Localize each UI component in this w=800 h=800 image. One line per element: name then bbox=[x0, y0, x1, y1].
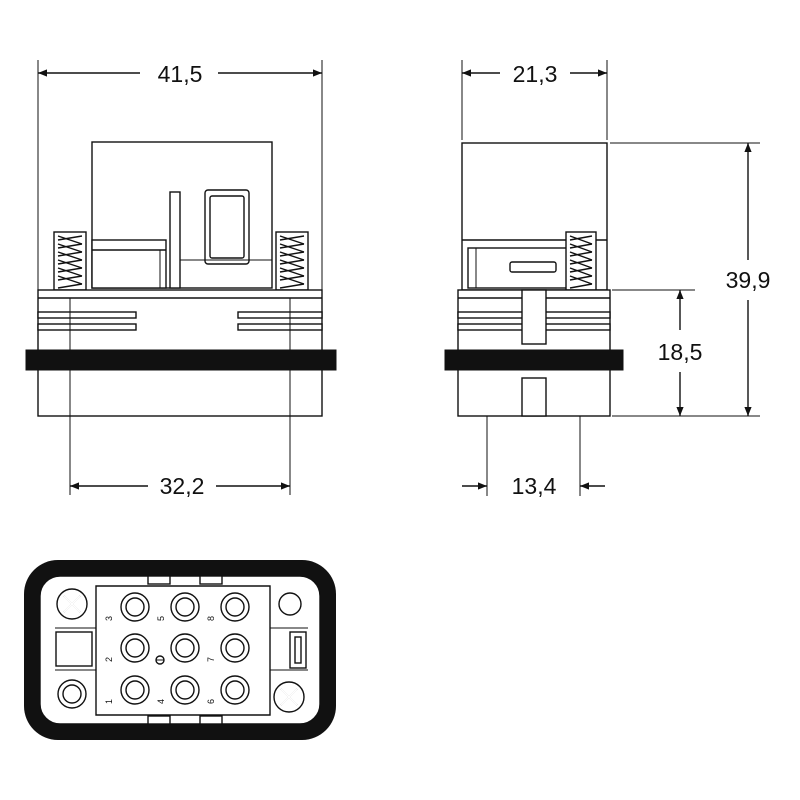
ground-mark-icon bbox=[155, 655, 165, 665]
coding-circle bbox=[278, 592, 302, 616]
coding-square bbox=[55, 631, 93, 667]
face-view: 1 2 3 4 5 6 7 8 bbox=[24, 560, 336, 740]
spring-screw-icon bbox=[275, 231, 309, 291]
contact-1 bbox=[120, 675, 150, 705]
front-view: 41,5 32,2 bbox=[25, 60, 337, 499]
dim-front-pin-spacing: 32,2 bbox=[160, 473, 205, 499]
screw-head-icon bbox=[56, 588, 88, 620]
contact-number-8: 8 bbox=[206, 616, 216, 621]
contact-7 bbox=[220, 633, 250, 663]
contact-3 bbox=[120, 592, 150, 622]
side-view: 21,3 39,9 18,5 13,4 bbox=[444, 60, 771, 499]
dim-front-width: 41,5 bbox=[158, 61, 203, 87]
dim-side-height: 39,9 bbox=[726, 267, 771, 293]
contact-number-7: 7 bbox=[206, 657, 216, 662]
contact-number-2: 2 bbox=[104, 657, 114, 662]
spring-screw-icon bbox=[565, 231, 597, 291]
contact-6 bbox=[220, 675, 250, 705]
contact-number-6: 6 bbox=[206, 699, 216, 704]
contact-4 bbox=[170, 675, 200, 705]
contact-5 bbox=[170, 592, 200, 622]
contact-number-4: 4 bbox=[156, 699, 166, 704]
coding-circle bbox=[57, 679, 87, 709]
contact-number-1: 1 bbox=[104, 699, 114, 704]
dim-side-lower-height: 18,5 bbox=[658, 339, 703, 365]
dim-side-pin-spacing: 13,4 bbox=[512, 473, 557, 499]
contact-center bbox=[170, 633, 200, 663]
spring-screw-icon bbox=[53, 231, 87, 291]
contact-8 bbox=[220, 592, 250, 622]
contact-number-3: 3 bbox=[104, 616, 114, 621]
screw-head-icon bbox=[273, 681, 305, 713]
dim-side-width: 21,3 bbox=[513, 61, 558, 87]
contact-2 bbox=[120, 633, 150, 663]
contact-number-5: 5 bbox=[156, 616, 166, 621]
